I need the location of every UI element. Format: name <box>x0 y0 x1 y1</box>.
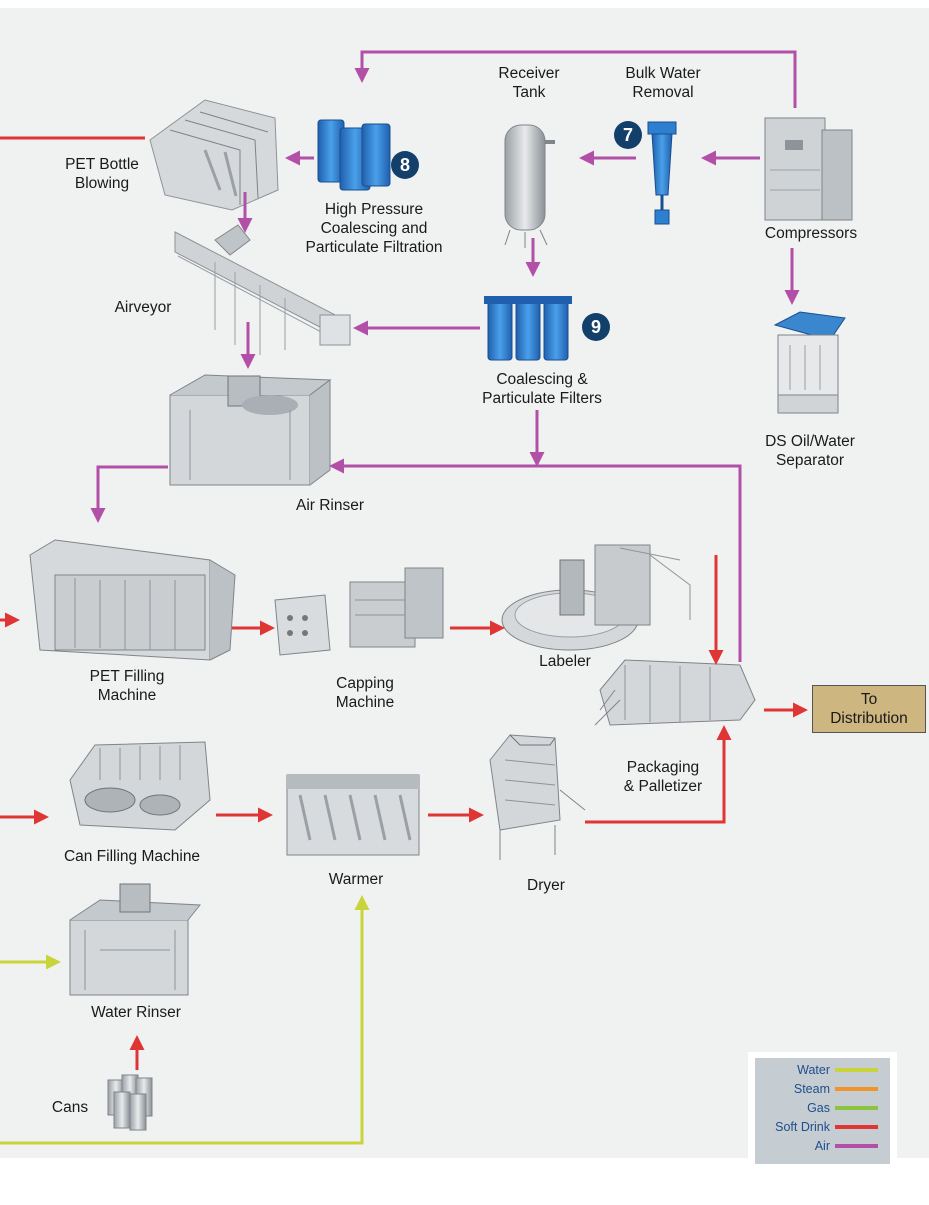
dryer-image <box>489 734 586 860</box>
legend-item-gas: Gas <box>807 1099 878 1117</box>
compressors-image <box>764 117 853 221</box>
legend-panel: Water Steam Gas Soft Drink Air <box>755 1058 890 1164</box>
label-dryer: Dryer <box>527 877 565 894</box>
legend-item-steam: Steam <box>794 1080 878 1098</box>
air-rinser-image <box>169 374 332 486</box>
legend-swatch-steam <box>835 1087 878 1091</box>
badge-8: 8 <box>391 151 419 179</box>
airveyor-image <box>174 224 351 355</box>
legend-item-soft-drink: Soft Drink <box>775 1118 878 1136</box>
label-labeler: Labeler <box>539 653 591 670</box>
label-cans: Cans <box>51 1099 89 1116</box>
air-line-compressor-top <box>354 50 797 108</box>
warmer-image <box>286 774 420 856</box>
legend-swatch-gas <box>835 1106 878 1110</box>
air-line-to-air-rinser <box>329 458 742 662</box>
label-bulk-water-removal: Bulk Water Removal <box>625 65 701 101</box>
air-lines <box>90 50 800 662</box>
cans-image <box>107 1074 153 1131</box>
legend-swatch-soft-drink <box>835 1125 878 1129</box>
legend-label-gas: Gas <box>807 1101 830 1115</box>
label-coalescing-filters: Coalescing & Particulate Filters <box>482 371 602 407</box>
legend-item-air: Air <box>815 1137 878 1155</box>
label-packaging-palletizer: Packaging & Palletizer <box>623 759 703 795</box>
label-warmer: Warmer <box>328 871 384 888</box>
water-lines <box>0 895 370 1145</box>
legend-label-air: Air <box>814 1139 830 1153</box>
legend-swatch-water <box>835 1068 878 1072</box>
soft-drink-lines <box>0 136 808 1070</box>
water-rinser-image <box>69 883 202 996</box>
label-pet-bottle-blowing: PET Bottle Blowing <box>65 156 139 192</box>
water-line-to-warmer <box>0 895 370 1145</box>
label-compressors: Compressors <box>764 225 858 242</box>
coalescing-filter-image <box>484 296 572 361</box>
hp-filter-image <box>317 119 391 191</box>
labeler-image <box>501 544 691 651</box>
label-ds-oil-water-separator: DS Oil/Water Separator <box>765 433 855 469</box>
label-can-filling-machine: Can Filling Machine <box>63 848 201 865</box>
label-water-rinser: Water Rinser <box>91 1004 181 1021</box>
capping-machine-image <box>274 567 444 656</box>
soft-drink-line-dryer-to-packaging <box>585 725 732 824</box>
legend-label-soft-drink: Soft Drink <box>775 1120 830 1134</box>
oil-water-separator-image <box>773 311 846 414</box>
legend-swatch-air <box>835 1144 878 1148</box>
label-receiver-tank: Receiver Tank <box>498 65 560 101</box>
can-filling-machine-image <box>69 741 211 831</box>
label-pet-filling-machine: PET Filling Machine <box>89 668 165 704</box>
legend-label-steam: Steam <box>793 1082 830 1096</box>
legend-item-water: Water <box>797 1061 878 1079</box>
legend-label-water: Water <box>797 1063 830 1077</box>
receiver-tank-image <box>504 124 555 248</box>
air-line-rinser-to-pet <box>90 465 168 523</box>
to-distribution-box: To Distribution <box>812 685 926 733</box>
pet-filling-machine-image <box>29 539 236 661</box>
label-high-pressure-filtration: High Pressure Coalescing and Particulate… <box>305 201 443 256</box>
bulk-water-separator-image <box>647 121 677 225</box>
label-airveyor: Airveyor <box>114 299 172 316</box>
packaging-palletizer-image <box>594 659 756 726</box>
badge-7: 7 <box>614 121 642 149</box>
legend: Water Steam Gas Soft Drink Air <box>748 1052 897 1170</box>
label-capping-machine: Capping Machine <box>335 675 395 711</box>
pet-bottle-blowing-image <box>149 99 279 211</box>
badge-9: 9 <box>582 313 610 341</box>
label-air-rinser: Air Rinser <box>295 497 365 514</box>
